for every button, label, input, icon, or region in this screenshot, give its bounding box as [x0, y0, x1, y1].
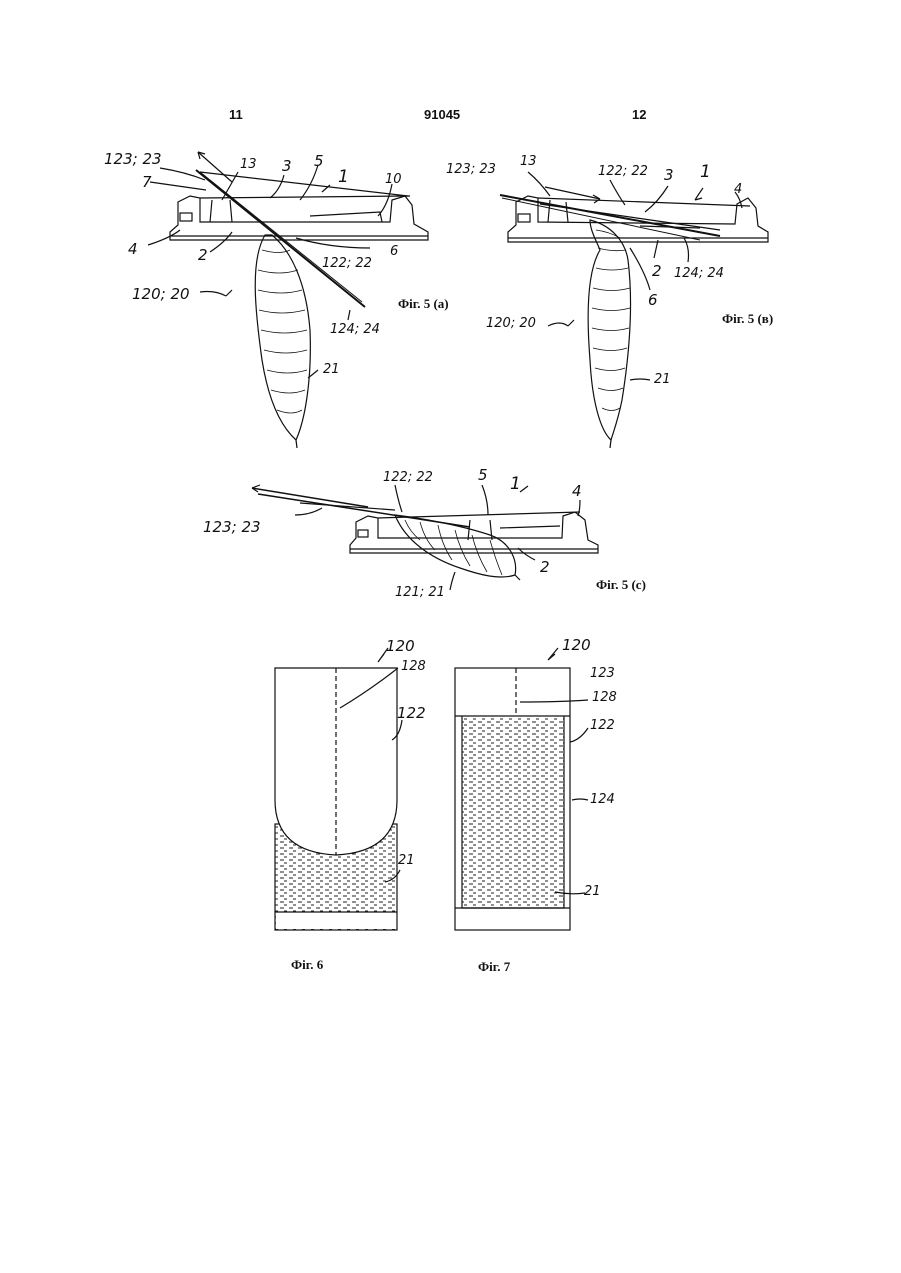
fig5a-label-2: 2 [198, 246, 208, 264]
fig5c-label-2: 2 [540, 558, 550, 576]
fig6-caption: Фіг. 6 [291, 957, 323, 973]
fig5a-caption: Фіг. 5 (а) [398, 296, 449, 312]
fig5a-label-122-22: 122; 22 [322, 256, 372, 271]
fig5a-label-6: 6 [390, 244, 398, 259]
fig5a-label-21: 21 [323, 362, 340, 377]
fig5a-label-13: 13 [240, 157, 257, 172]
fig5c-label-4: 4 [572, 482, 582, 500]
fig7-label-122: 122 [590, 718, 615, 733]
fig5a-label-3: 3 [282, 157, 292, 175]
fig5c-label-121-21: 121; 21 [395, 585, 445, 600]
fig6-label-122: 122 [397, 704, 426, 722]
fig7-label-123: 123 [590, 666, 615, 681]
fig5a-label-7: 7 [142, 173, 152, 191]
fig7-label-124: 124 [590, 792, 615, 807]
fig5a-label-123-23: 123; 23 [104, 150, 162, 168]
fig5a-label-120-20: 120; 20 [132, 285, 190, 303]
fig5b-caption: Фіг. 5 (в) [722, 311, 773, 327]
fig5c-label-123-23: 123; 23 [203, 518, 261, 536]
fig5b-label-6: 6 [648, 291, 658, 309]
fig5b-drawing [500, 172, 768, 448]
fig6-label-128: 128 [401, 659, 426, 674]
fig6-drawing [275, 648, 402, 930]
fig5b-label-21: 21 [654, 372, 671, 387]
fig5b-label-2: 2 [652, 262, 662, 280]
fig7-caption: Фіг. 7 [478, 959, 510, 975]
fig7-label-120: 120 [562, 636, 591, 654]
fig5b-label-3: 3 [664, 166, 674, 184]
fig7-drawing [455, 648, 588, 930]
fig5a-label-124-24: 124; 24 [330, 322, 380, 337]
fig5b-label-122-22: 122; 22 [598, 164, 648, 179]
fig5b-label-1: 1 [700, 162, 711, 182]
fig5b-label-4: 4 [734, 182, 742, 197]
fig5a-drawing [148, 152, 428, 448]
fig7-label-128: 128 [592, 690, 617, 705]
fig5b-label-124-24: 124; 24 [674, 266, 724, 281]
fig5a-label-4: 4 [128, 240, 138, 258]
fig5c-label-122-22: 122; 22 [383, 470, 433, 485]
fig6-label-120: 120 [386, 637, 415, 655]
fig5c-label-5: 5 [478, 466, 488, 484]
fig7-label-21: 21 [584, 884, 601, 899]
fig5a-label-5: 5 [314, 152, 324, 170]
fig5c-label-1: 1 [510, 474, 521, 494]
fig5c-caption: Фіг. 5 (с) [596, 577, 646, 593]
fig5b-label-13: 13 [520, 154, 537, 169]
fig5a-label-1: 1 [338, 167, 349, 187]
fig5b-label-123-23: 123; 23 [446, 162, 496, 177]
fig5a-label-10: 10 [385, 172, 402, 187]
fig6-label-21: 21 [398, 853, 415, 868]
fig5b-label-120-20: 120; 20 [486, 316, 536, 331]
